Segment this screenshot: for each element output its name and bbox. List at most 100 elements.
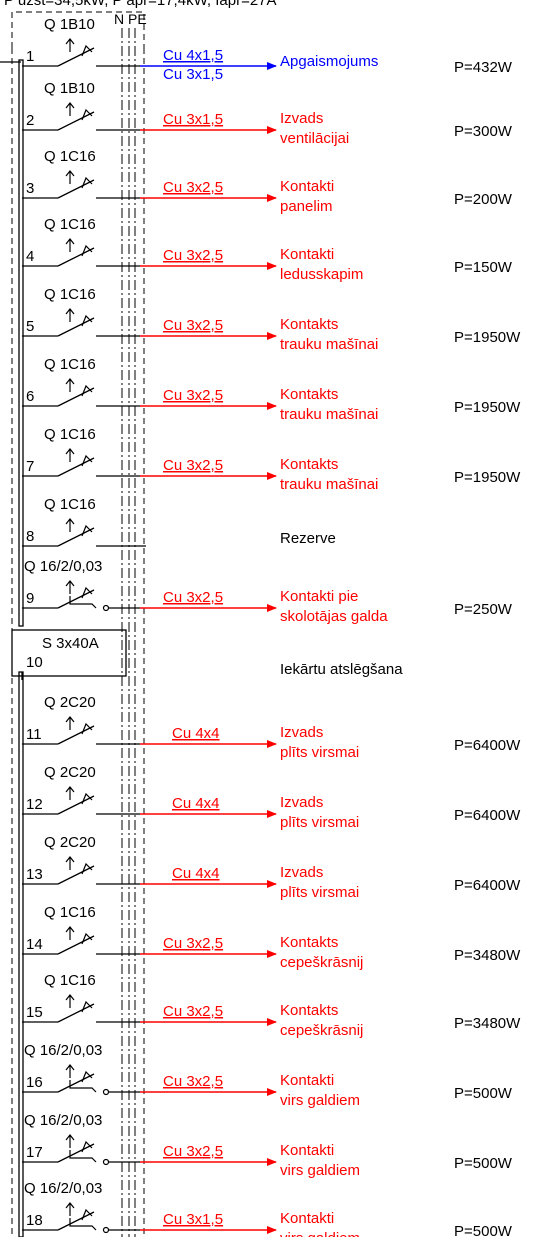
load-label-line1: Kontakti pie bbox=[280, 588, 358, 605]
breaker-blade bbox=[57, 1211, 95, 1231]
breaker-blade bbox=[57, 795, 95, 815]
rcd-link bbox=[69, 596, 97, 609]
circuit-number: 5 bbox=[26, 318, 34, 335]
cable-label: Cu 3x2,5 bbox=[163, 935, 223, 952]
breaker-label: Q 1C16 bbox=[44, 356, 96, 373]
rcd-terminal bbox=[102, 1158, 110, 1166]
breaker-label: Q 1C16 bbox=[44, 286, 96, 303]
circuit-number: 18 bbox=[26, 1212, 43, 1229]
cable-label: Cu 3x2,5 bbox=[163, 247, 223, 264]
power-label: P=200W bbox=[454, 191, 513, 208]
breaker-blade bbox=[57, 47, 95, 67]
breaker-trip-mark bbox=[65, 716, 75, 730]
breaker-label: Q 1B10 bbox=[44, 16, 95, 33]
circuit-number: 11 bbox=[26, 726, 42, 743]
breaker-trip-mark bbox=[65, 856, 75, 870]
main-switch-description: Iekārtu atslēgšana bbox=[280, 661, 403, 678]
load-label-line2: virs galdiem bbox=[280, 1092, 360, 1109]
breaker-thermal-mark bbox=[81, 314, 93, 327]
main-switch-label: S 3x40A bbox=[42, 635, 99, 652]
load-label-line1: Kontakts bbox=[280, 1002, 338, 1019]
breaker-label: Q 2C20 bbox=[44, 694, 96, 711]
cable-label: Cu 3x2,5 bbox=[163, 457, 223, 474]
power-label: P=6400W bbox=[454, 807, 521, 824]
breaker-trip-mark bbox=[65, 1064, 75, 1078]
breaker-trip-mark bbox=[65, 102, 75, 116]
load-label-line1: Izvads bbox=[280, 864, 323, 881]
circuit-number: 7 bbox=[26, 458, 34, 475]
load-label-line2: skolotājas galda bbox=[280, 608, 388, 625]
breaker-thermal-mark bbox=[81, 1208, 93, 1221]
load-label-line1: Kontakts bbox=[280, 316, 338, 333]
power-label: P=3480W bbox=[454, 947, 521, 964]
breaker-label: Q 2C20 bbox=[44, 764, 96, 781]
load-label-line1: Kontakti bbox=[280, 1072, 334, 1089]
breaker-label: Q 1C16 bbox=[44, 426, 96, 443]
n-bus-label: N bbox=[114, 11, 124, 27]
cable-label: Cu 3x1,5 bbox=[163, 111, 223, 128]
power-label: P=432W bbox=[454, 59, 513, 76]
breaker-thermal-mark bbox=[81, 792, 93, 805]
rcd-terminal bbox=[102, 1088, 110, 1096]
breaker-thermal-mark bbox=[81, 176, 93, 189]
load-label-line2: plīts virsmai bbox=[280, 814, 359, 831]
breaker-label: Q 16/2/0,03 bbox=[24, 1180, 102, 1197]
breaker-blade bbox=[57, 317, 95, 337]
breaker-thermal-mark bbox=[81, 1140, 93, 1153]
cable-label: Cu 3x2,5 bbox=[163, 589, 223, 606]
circuit-number: 1 bbox=[26, 48, 34, 65]
cable-label: Cu 3x2,5 bbox=[163, 1003, 223, 1020]
cable-label: Cu 3x2,5 bbox=[163, 179, 223, 196]
load-label-line1: Kontakts bbox=[280, 386, 338, 403]
circuit-number: 8 bbox=[26, 528, 34, 545]
circuit-number: 15 bbox=[26, 1004, 43, 1021]
breaker-thermal-mark bbox=[81, 44, 93, 57]
power-label: P=1950W bbox=[454, 469, 521, 486]
breaker-label: Q 1C16 bbox=[44, 972, 96, 989]
main-switch-box bbox=[11, 629, 127, 677]
breaker-trip-mark bbox=[65, 518, 75, 532]
breaker-thermal-mark bbox=[81, 108, 93, 121]
load-label-line2: plīts virsmai bbox=[280, 744, 359, 761]
enclosure-frame-top bbox=[11, 11, 145, 48]
cable-label: Cu 4x4 bbox=[172, 725, 220, 742]
load-label-line2: trauku mašīnai bbox=[280, 406, 378, 423]
breaker-thermal-mark bbox=[81, 586, 93, 599]
breaker-trip-mark bbox=[65, 926, 75, 940]
breaker-thermal-mark bbox=[81, 384, 93, 397]
rcd-link bbox=[69, 1150, 97, 1163]
circuit-number: 9 bbox=[26, 590, 34, 607]
load-label-line2: ledusskapim bbox=[280, 266, 363, 283]
power-label: P=250W bbox=[454, 601, 513, 618]
power-label: P=3480W bbox=[454, 1015, 521, 1032]
load-label-line1: Kontakts bbox=[280, 456, 338, 473]
power-label: P=1950W bbox=[454, 329, 521, 346]
rcd-link bbox=[69, 1080, 97, 1093]
cable-label: Cu 3x2,5 bbox=[163, 317, 223, 334]
breaker-trip-mark bbox=[65, 238, 75, 252]
load-label-line1: Kontakti bbox=[280, 1142, 334, 1159]
cable-label: Cu 4x1,5 bbox=[163, 47, 223, 64]
load-label-line2: cepeškrāsnij bbox=[280, 954, 363, 971]
breaker-thermal-mark bbox=[81, 932, 93, 945]
power-label: P=500W bbox=[454, 1223, 513, 1237]
breaker-thermal-mark bbox=[81, 722, 93, 735]
main-busbar-upper bbox=[18, 59, 24, 627]
breaker-trip-mark bbox=[65, 1202, 75, 1216]
breaker-label: Q 1C16 bbox=[44, 216, 96, 233]
circuit-number: 16 bbox=[26, 1074, 43, 1091]
circuit-number: 4 bbox=[26, 248, 34, 265]
load-label-line1: Izvads bbox=[280, 724, 323, 741]
load-label-line1: Kontakts bbox=[280, 934, 338, 951]
breaker-trip-mark bbox=[65, 1134, 75, 1148]
